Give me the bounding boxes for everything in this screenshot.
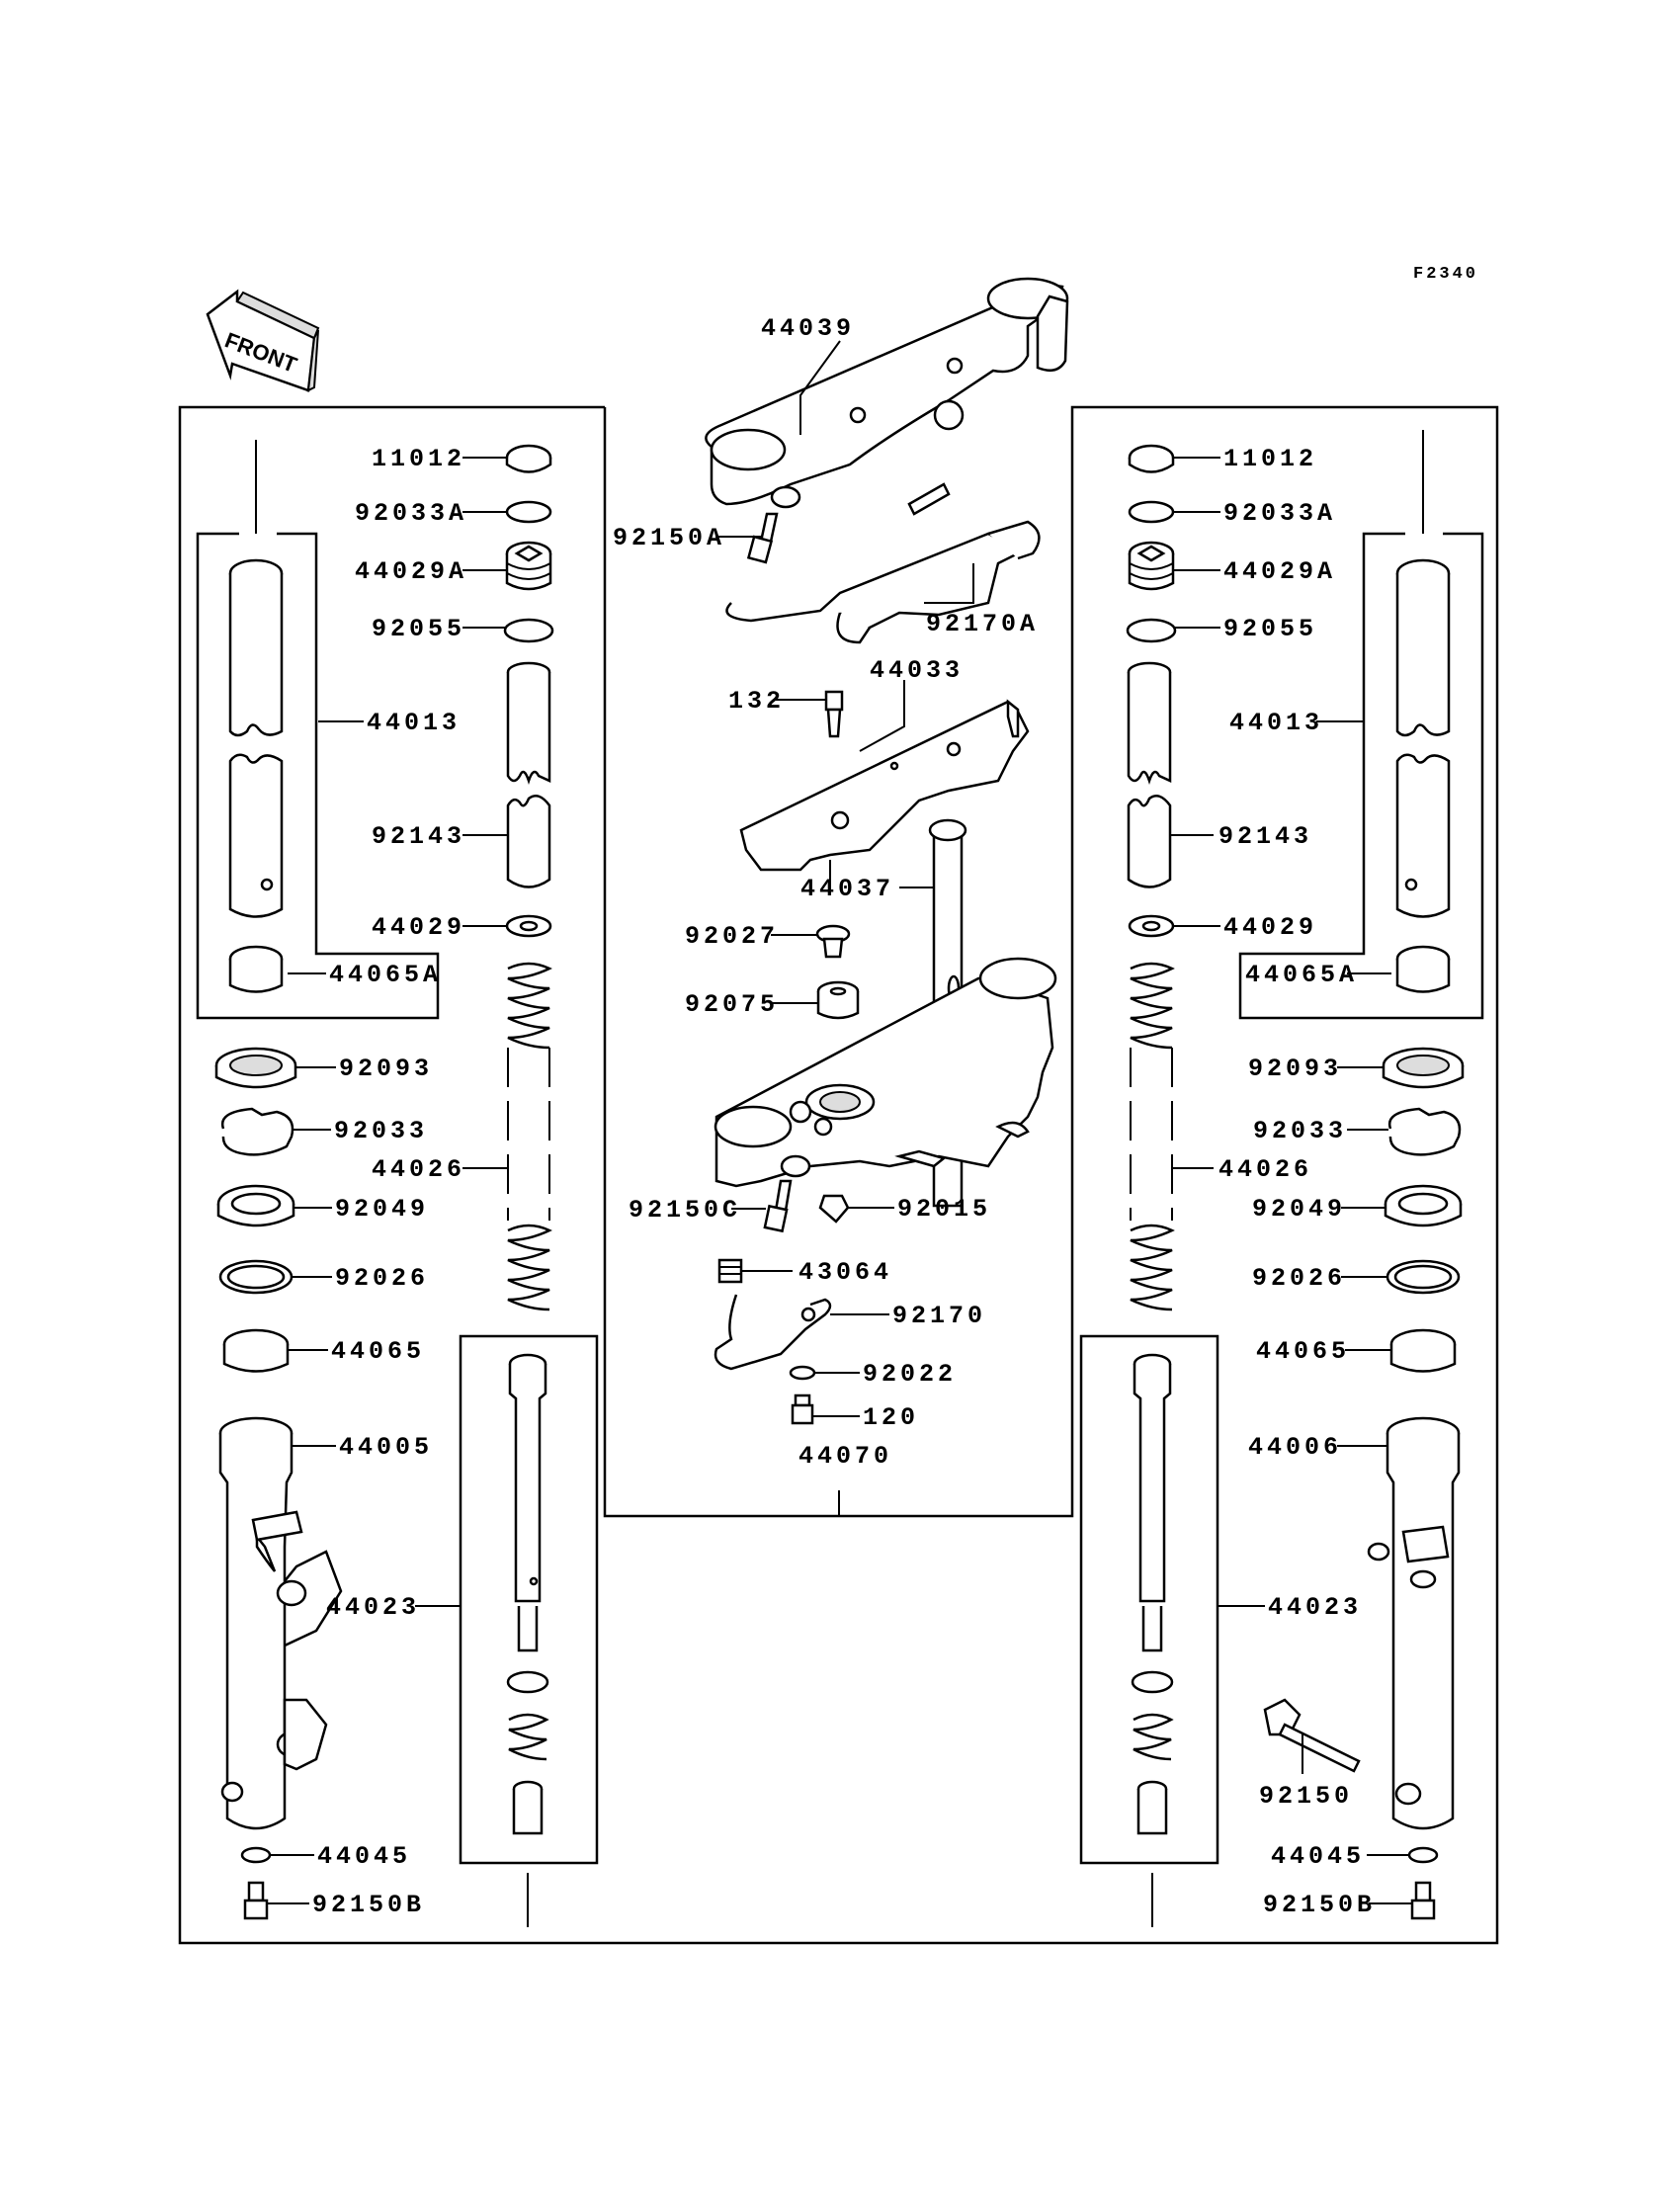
- label-left-11012: 11012: [372, 445, 465, 473]
- label-132: 132: [728, 687, 785, 716]
- label-right-92033: 92033: [1253, 1117, 1347, 1145]
- label-43064: 43064: [798, 1258, 892, 1287]
- label-left-92150b: 92150B: [312, 1891, 425, 1919]
- figure-code: F2340: [1413, 265, 1478, 284]
- damper-92075: [816, 980, 860, 1020]
- label-44070: 44070: [798, 1442, 892, 1471]
- label-right-44006: 44006: [1248, 1433, 1342, 1462]
- label-right-44045: 44045: [1271, 1842, 1365, 1871]
- label-left-44045: 44045: [317, 1842, 411, 1871]
- washer-92027: [815, 924, 851, 959]
- wire-guide-92170a: [725, 482, 1041, 644]
- label-left-44029a: 44029A: [355, 557, 467, 586]
- bolt-92150c: [763, 1179, 793, 1233]
- frame-lines: [178, 405, 1499, 1945]
- label-right-44029a: 44029A: [1223, 557, 1336, 586]
- label-left-92093: 92093: [339, 1055, 433, 1083]
- label-left-92143: 92143: [372, 822, 465, 851]
- label-left-44065a: 44065A: [329, 961, 442, 989]
- label-92170: 92170: [892, 1302, 986, 1330]
- label-right-44029: 44029: [1223, 913, 1317, 942]
- label-92075: 92075: [685, 990, 779, 1019]
- label-left-44023: 44023: [326, 1593, 420, 1622]
- label-right-44065a: 44065A: [1245, 961, 1358, 989]
- cap-43064: [717, 1258, 743, 1284]
- label-right-92026: 92026: [1252, 1264, 1346, 1293]
- label-right-92055: 92055: [1223, 615, 1317, 643]
- label-right-44023: 44023: [1268, 1593, 1362, 1622]
- left-fork-parts: [214, 444, 554, 1920]
- label-44033: 44033: [870, 656, 964, 685]
- label-left-44013: 44013: [367, 709, 461, 737]
- part-labels: 44039 92150A 92170A 44033 132 44037 9202…: [312, 314, 1376, 1919]
- label-120: 120: [863, 1403, 919, 1432]
- label-right-44013: 44013: [1229, 709, 1323, 737]
- front-arrow-icon: FRONT: [206, 289, 320, 392]
- bolt-92150a: [746, 512, 779, 564]
- washer-92022: [789, 1365, 816, 1381]
- top-bracket: [705, 277, 1069, 509]
- label-right-92049: 92049: [1252, 1195, 1346, 1224]
- under-bracket: [714, 957, 1057, 1188]
- nut-92015: [818, 1194, 850, 1224]
- label-right-92033a: 92033A: [1223, 499, 1336, 528]
- label-92015: 92015: [897, 1195, 991, 1224]
- label-left-44065: 44065: [331, 1337, 425, 1366]
- label-92170a: 92170A: [926, 610, 1039, 638]
- label-right-92150: 92150: [1259, 1782, 1353, 1811]
- label-92027: 92027: [685, 922, 779, 951]
- label-44037: 44037: [800, 875, 894, 903]
- label-right-92143: 92143: [1218, 822, 1312, 851]
- leader-lines: [267, 340, 1412, 1904]
- label-left-44005: 44005: [339, 1433, 433, 1462]
- label-44039: 44039: [761, 314, 855, 343]
- label-right-92150b: 92150B: [1263, 1891, 1376, 1919]
- label-left-44026: 44026: [372, 1155, 465, 1184]
- label-left-92049: 92049: [335, 1195, 429, 1224]
- label-right-44065: 44065: [1256, 1337, 1350, 1366]
- label-right-44026: 44026: [1218, 1155, 1312, 1184]
- label-left-92033: 92033: [334, 1117, 428, 1145]
- label-92022: 92022: [863, 1360, 957, 1389]
- label-92150c: 92150C: [629, 1196, 741, 1225]
- clamp-92170: [714, 1294, 832, 1371]
- bracket-44033: [739, 699, 1030, 872]
- label-left-92055: 92055: [372, 615, 465, 643]
- label-right-92093: 92093: [1248, 1055, 1342, 1083]
- right-fork-parts: [1126, 444, 1465, 1920]
- label-left-92033a: 92033A: [355, 499, 467, 528]
- label-left-92026: 92026: [335, 1264, 429, 1293]
- label-right-11012: 11012: [1223, 445, 1317, 473]
- label-left-44029: 44029: [372, 913, 465, 942]
- bolt-132: [824, 690, 844, 738]
- label-92150a-center: 92150A: [613, 524, 725, 552]
- screw-120: [791, 1394, 814, 1425]
